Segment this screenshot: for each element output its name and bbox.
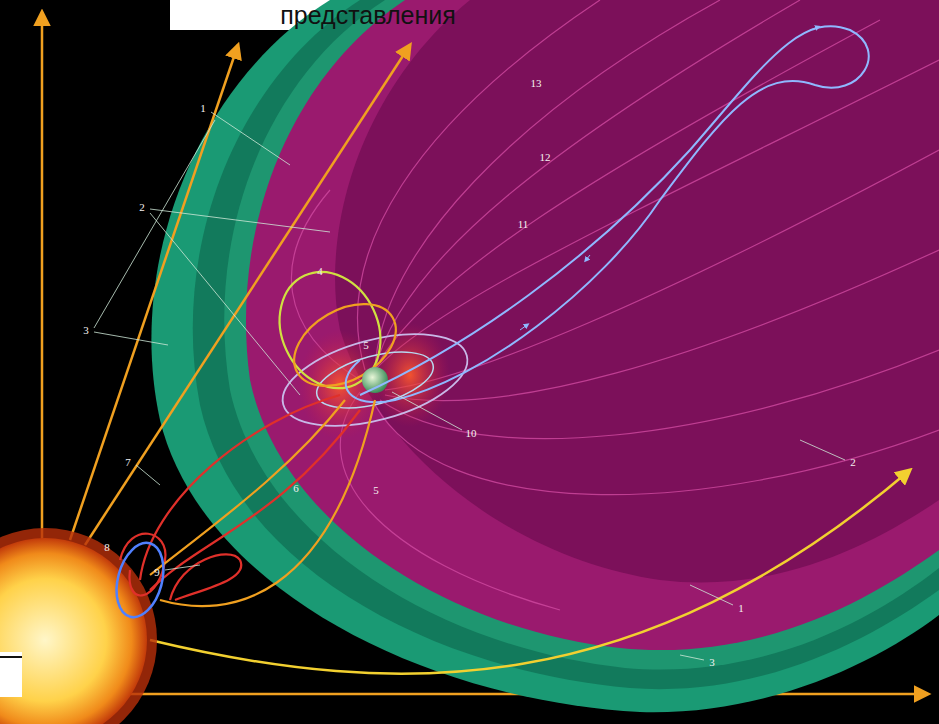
- caption-rule: [0, 656, 22, 658]
- callout-number: 2: [850, 457, 856, 468]
- spacecraft-trajectory: [346, 26, 869, 402]
- trajectory-arrow: [520, 325, 527, 330]
- callout-number: 5: [363, 340, 369, 351]
- solar-wind-line: [85, 45, 410, 545]
- callout-number: 5: [373, 485, 379, 496]
- solar-wind-line: [150, 470, 910, 674]
- callout-number: 9: [154, 567, 160, 578]
- callout-number: 8: [104, 542, 110, 553]
- field-lines: [291, 0, 939, 610]
- callout-number: 1: [200, 103, 206, 114]
- callout-number: 2: [139, 202, 145, 213]
- callout-number: 13: [531, 78, 542, 89]
- callout-number: 7: [125, 457, 131, 468]
- trajectory-arrow: [810, 27, 818, 30]
- trajectory-arrow: [586, 255, 590, 260]
- boundary-layer: [224, 0, 939, 670]
- leader-lines: [94, 112, 845, 660]
- particle-paths: [150, 400, 375, 606]
- particle-paths: [120, 395, 360, 600]
- callout-number: 11: [518, 219, 529, 230]
- callout-number: 10: [466, 428, 477, 439]
- orbit: [261, 255, 399, 404]
- magnetosphere: [246, 0, 939, 650]
- callout-number: 12: [540, 152, 551, 163]
- title: представления: [280, 3, 455, 28]
- callout-number: 6: [293, 483, 299, 494]
- magnetosheath: [151, 0, 939, 712]
- callout-number: 3: [83, 325, 89, 336]
- magnetotail: [335, 0, 939, 583]
- callout-number: 1: [738, 603, 744, 614]
- caption-ground: [0, 652, 22, 697]
- magnetopause-layer: [193, 0, 939, 689]
- solar-loop: [109, 538, 171, 623]
- callout-number: 4: [317, 266, 323, 277]
- callout-number: 3: [709, 657, 715, 668]
- sun-corona: [0, 528, 157, 724]
- axis: [20, 693, 928, 696]
- sun: [0, 538, 147, 724]
